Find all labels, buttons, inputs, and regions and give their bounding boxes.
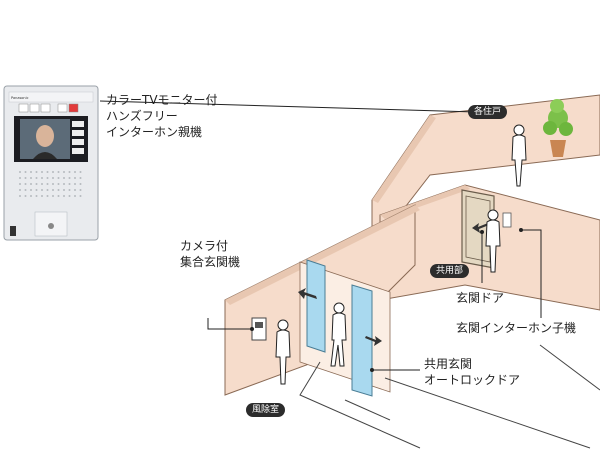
label-auto-lock-line1: 共用玄関 bbox=[424, 357, 473, 371]
leader-camera bbox=[207, 318, 252, 330]
person-camera-icon bbox=[275, 319, 291, 385]
monitor-button-4[interactable] bbox=[57, 103, 68, 113]
upper-wall-top bbox=[372, 115, 436, 203]
badge-common-area: 共用部 bbox=[430, 264, 470, 278]
monitor-button-3[interactable] bbox=[40, 103, 51, 113]
person-walking-icon bbox=[330, 302, 347, 367]
person-unit-icon bbox=[511, 124, 527, 187]
label-monitor-line2: ハンズフリー bbox=[106, 109, 178, 123]
monitor-top-buttons bbox=[18, 103, 79, 113]
leader-lines bbox=[99, 100, 542, 372]
middle-wall-top bbox=[380, 185, 470, 219]
floor-line-3 bbox=[539, 344, 600, 391]
screen-face bbox=[36, 125, 54, 147]
person-door-icon bbox=[485, 209, 501, 273]
label-auto-lock-line2: オートロックドア bbox=[424, 373, 521, 387]
badge-each-unit: 各住戸 bbox=[468, 105, 508, 119]
monitor-button-2[interactable] bbox=[29, 103, 40, 113]
arrow-left-icon bbox=[298, 288, 317, 299]
inner-auto-door-icon bbox=[306, 259, 326, 353]
monitor-brand: Panasonic bbox=[11, 96, 29, 100]
speaker-grille bbox=[19, 171, 82, 197]
floor-line-1 bbox=[299, 361, 421, 449]
leader-monitor bbox=[99, 100, 477, 113]
floor-line-4 bbox=[344, 399, 391, 421]
label-monitor-line1: カラーTVモニター付 bbox=[106, 93, 218, 107]
intercom-monitor-unit: Panasonic bbox=[3, 85, 99, 241]
front-wall-top bbox=[225, 205, 420, 305]
people bbox=[275, 124, 527, 385]
monitor-button-5[interactable] bbox=[68, 103, 79, 113]
label-entrance-door: 玄関ドア bbox=[456, 291, 505, 305]
screen-side-button-3[interactable] bbox=[72, 139, 84, 145]
floor-line-2 bbox=[384, 377, 591, 449]
screen-side-button-1[interactable] bbox=[72, 121, 84, 127]
label-monitor-line3: インターホン親機 bbox=[106, 125, 203, 139]
screen-body bbox=[33, 152, 57, 159]
potted-plant-icon bbox=[543, 99, 573, 157]
badge-windbreak-room: 風除室 bbox=[246, 403, 286, 417]
talk-button-indicator bbox=[48, 223, 54, 229]
outer-auto-door-icon bbox=[351, 284, 373, 397]
screen-side-button-4[interactable] bbox=[72, 148, 84, 154]
arrow-right-icon bbox=[365, 336, 382, 346]
leader-door-intercom bbox=[521, 229, 542, 318]
camera-entrance-panel-icon bbox=[251, 317, 267, 341]
label-camera-line1: カメラ付 bbox=[180, 239, 229, 253]
monitor-port bbox=[10, 226, 16, 236]
building-walls bbox=[224, 94, 600, 449]
screen-side-button-2[interactable] bbox=[72, 130, 84, 136]
monitor-button-1[interactable] bbox=[18, 103, 29, 113]
door-arrow-icon bbox=[472, 223, 489, 233]
label-camera-line2: 集合玄関機 bbox=[180, 255, 241, 269]
door-intercom-icon bbox=[502, 212, 512, 228]
label-entrance-intercom: 玄関インターホン子機 bbox=[456, 321, 577, 335]
